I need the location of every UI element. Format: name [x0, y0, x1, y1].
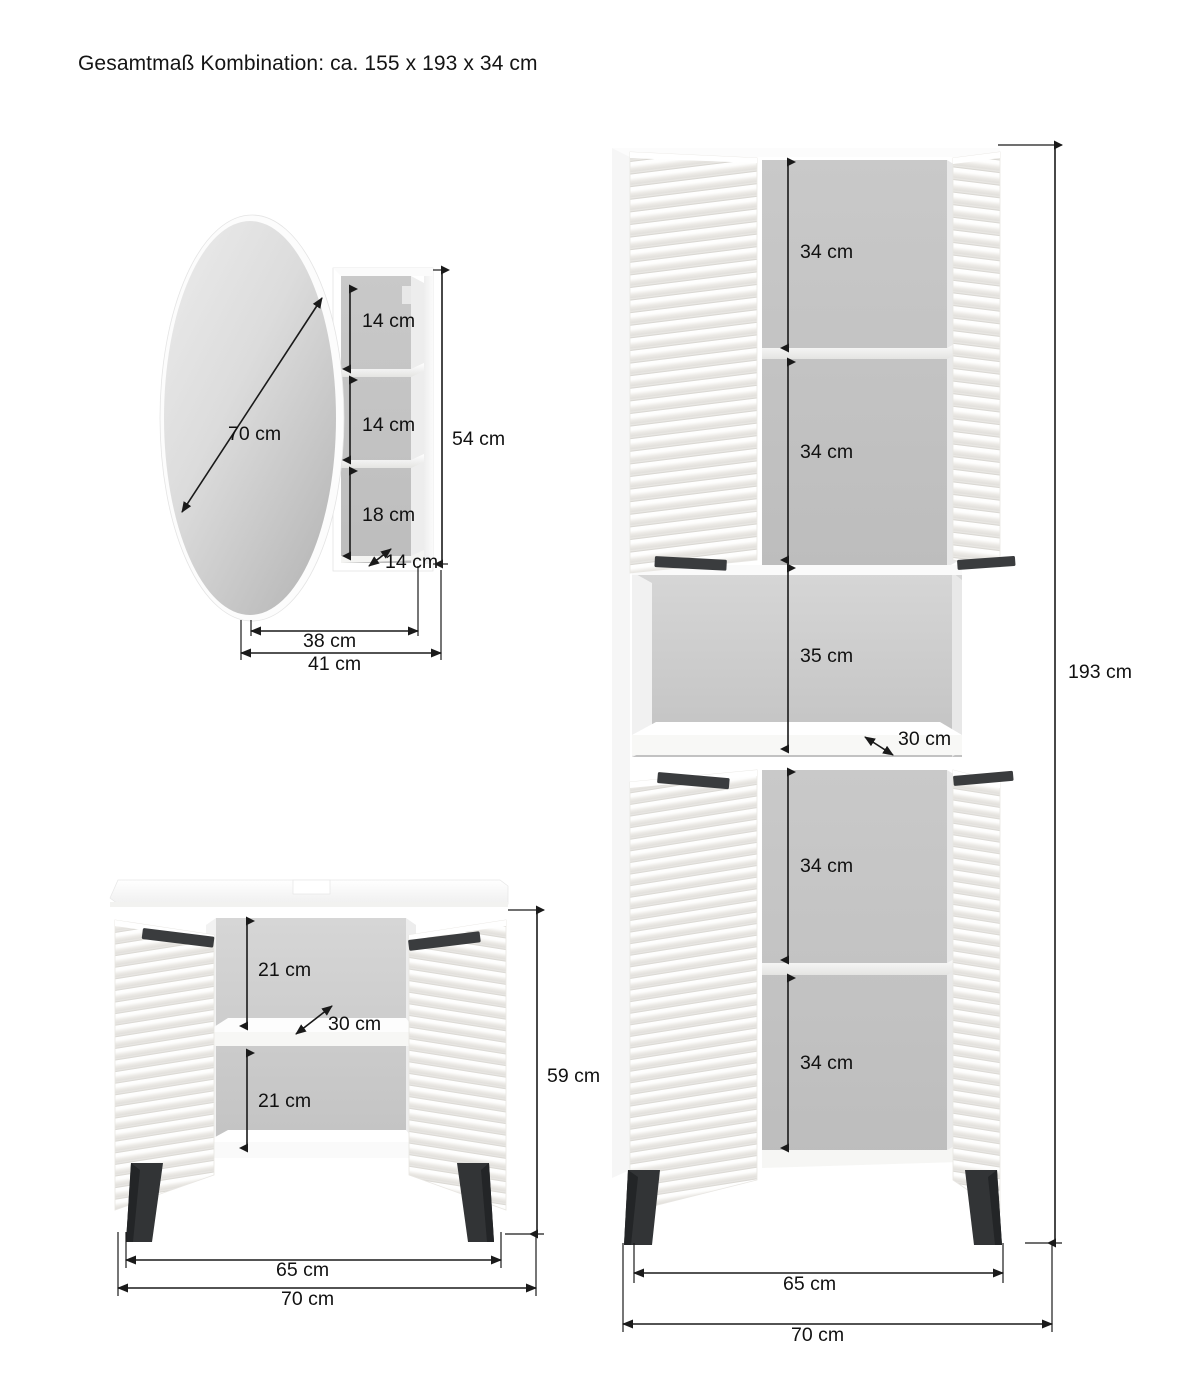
vanity-worktop	[109, 879, 509, 907]
dim-mc-compartment-3: 18 cm	[342, 466, 415, 561]
dim-mc-compartment-1: 14 cm	[342, 284, 415, 374]
dim-vu-depth: 30 cm	[295, 1005, 381, 1035]
dim-vu-compartment-1: 21 cm	[239, 916, 311, 1031]
tall-cabinet-legs	[624, 1170, 1002, 1245]
dim-vu-outer-width: 70 cm	[117, 1232, 537, 1310]
dim-mc-height: 54 cm	[433, 265, 505, 569]
page-title: Gesamtmaß Kombination: ca. 155 x 193 x 3…	[78, 52, 538, 75]
dim-label-vu-height: 59 cm	[547, 1065, 600, 1087]
dim-tc-compartment-5: 34 cm	[780, 973, 853, 1153]
vanity-door-left[interactable]	[114, 919, 215, 1211]
tall-cabinet-illustration	[612, 148, 1016, 1245]
dim-label-vu-c2: 21 cm	[258, 1090, 311, 1112]
tall-cabinet-door-lower-left[interactable]	[629, 769, 758, 1213]
dim-label-vu-outer-width: 70 cm	[281, 1288, 334, 1310]
dim-label-tc-c3: 35 cm	[800, 645, 853, 667]
dim-label-tc-depth: 30 cm	[898, 728, 951, 750]
dim-label-tc-height: 193 cm	[1068, 661, 1132, 683]
dim-label-tc-inner-width: 65 cm	[783, 1273, 836, 1295]
dim-label-mc-outer-width: 41 cm	[308, 653, 361, 675]
vanity-legs	[126, 1163, 494, 1242]
dim-label-mc-inner-width: 38 cm	[303, 630, 356, 652]
dim-label-vu-depth: 30 cm	[328, 1013, 381, 1035]
dim-label-tc-c5: 34 cm	[800, 1052, 853, 1074]
dim-label-mc-c1: 14 cm	[362, 310, 415, 332]
dim-label-vu-c1: 21 cm	[258, 959, 311, 981]
dim-label-mirror-diagonal: 70 cm	[228, 423, 281, 445]
dim-tc-outer-width: 70 cm	[622, 1243, 1053, 1346]
dim-mc-outer-width: 41 cm	[240, 570, 442, 675]
dim-label-tc-c2: 34 cm	[800, 441, 853, 463]
dim-label-tc-outer-width: 70 cm	[791, 1324, 844, 1346]
dim-mc-compartment-2: 14 cm	[342, 375, 415, 465]
mirror-cabinet-shelf	[341, 363, 424, 468]
dim-tc-depth: 30 cm	[864, 728, 951, 756]
dim-tc-compartment-4: 34 cm	[780, 767, 853, 965]
tall-cabinet-door-upper-left[interactable]	[629, 151, 758, 574]
dim-tc-inner-width: 65 cm	[633, 1243, 1004, 1295]
dim-tc-compartment-3: 35 cm	[780, 563, 853, 754]
tall-cabinet-door-upper-right[interactable]	[952, 151, 1016, 570]
tall-cabinet-door-lower-right[interactable]	[952, 769, 1014, 1213]
dim-tc-compartment-2: 34 cm	[780, 357, 853, 565]
dim-label-mc-c2: 14 cm	[362, 414, 415, 436]
dim-mc-depth: 14 cm	[368, 548, 438, 573]
vanity-door-right[interactable]	[408, 919, 507, 1211]
dim-label-mc-height: 54 cm	[452, 428, 505, 450]
dim-tc-height: 193 cm	[998, 140, 1132, 1248]
dim-vu-height: 59 cm	[505, 905, 600, 1239]
dim-label-mc-c3: 18 cm	[362, 504, 415, 526]
dim-label-tc-c1: 34 cm	[800, 241, 853, 263]
dim-mc-inner-width: 38 cm	[250, 566, 419, 652]
dim-tc-compartment-1: 34 cm	[780, 157, 853, 353]
dim-vu-inner-width: 65 cm	[125, 1232, 502, 1281]
dim-label-tc-c4: 34 cm	[800, 855, 853, 877]
dim-vu-compartment-2: 21 cm	[239, 1048, 311, 1153]
dim-mirror-diagonal: 70 cm	[181, 297, 323, 513]
dim-label-mc-depth: 14 cm	[385, 551, 438, 573]
dim-label-vu-inner-width: 65 cm	[276, 1259, 329, 1281]
